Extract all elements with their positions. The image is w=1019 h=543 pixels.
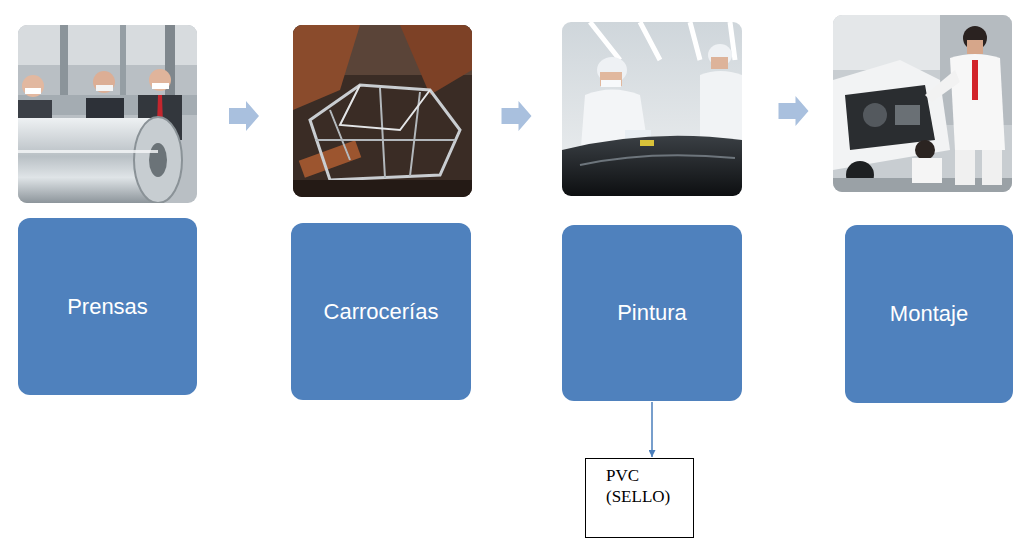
process-box: Pintura — [562, 225, 742, 401]
box-label: Montaje — [890, 301, 968, 327]
flow-arrow — [229, 101, 259, 131]
flow-arrow — [779, 96, 809, 126]
flow-line — [651, 402, 653, 457]
paint-shop-photo — [562, 22, 742, 196]
box-label: PVC (SELLO) — [606, 465, 685, 508]
process-box: Montaje — [845, 225, 1013, 403]
body-shop-photo — [293, 25, 472, 197]
box-label: Pintura — [617, 300, 687, 326]
press-photo — [18, 25, 197, 203]
note-box: PVC (SELLO) — [585, 458, 694, 538]
box-label: Prensas — [67, 294, 148, 320]
flow-arrow — [502, 101, 532, 131]
process-box: Carrocerías — [291, 223, 471, 400]
process-box: Prensas — [18, 218, 197, 395]
box-label: Carrocerías — [324, 299, 439, 325]
assembly-photo — [833, 15, 1012, 192]
